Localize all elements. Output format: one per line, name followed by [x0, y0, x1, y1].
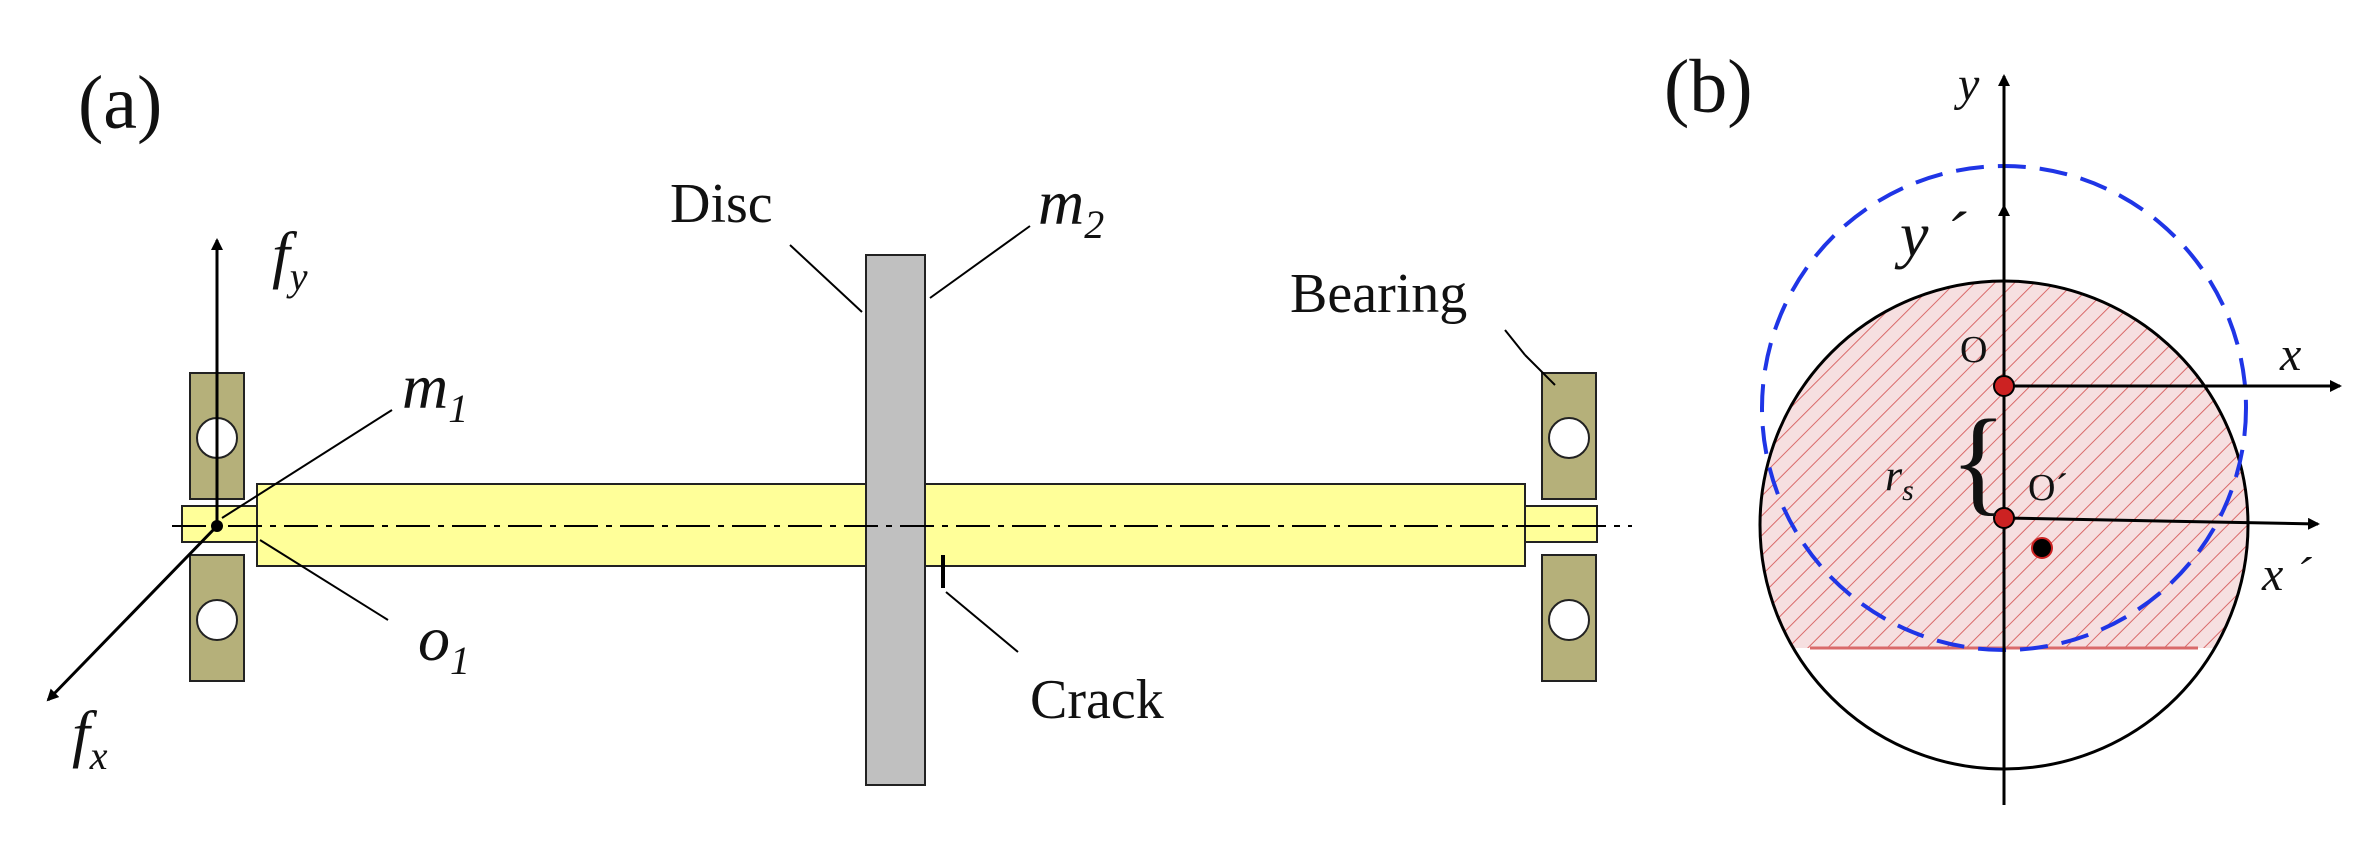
fx-sub: x [89, 733, 108, 778]
fx-arrow [46, 524, 219, 702]
rs-brace: { [1950, 395, 2007, 526]
origin-prime-dot [1993, 507, 2015, 529]
m1-label: m1 [402, 351, 468, 431]
right-bearing-upper-ball [1548, 417, 1590, 459]
crack-label: Crack [1030, 669, 1164, 731]
mass-center-dot [2031, 537, 2053, 559]
m2-sub: 2 [1084, 202, 1104, 247]
x-prime-axis [2003, 516, 2320, 530]
y-axis-label: y [1953, 58, 1980, 111]
rs-label: rs [1885, 451, 1914, 507]
panel-b-label: (b) [1664, 45, 1753, 129]
panel-b: (b) y y ´ x x ´ O O´ { rs [1664, 45, 2342, 805]
bearing-label: Bearing [1290, 263, 1467, 325]
left-bearing-lower-ball [196, 599, 238, 641]
rs-sub: s [1902, 474, 1914, 507]
o1-sub: 1 [450, 638, 470, 683]
x-axis-label: x [2279, 328, 2301, 381]
rs-main: r [1885, 451, 1903, 500]
bearing-leader [1524, 354, 1556, 386]
crack-leader [945, 591, 1019, 653]
origin-prime-label: O´ [2028, 467, 2068, 509]
m1-leader [221, 409, 393, 519]
panel-a: (a) [46, 61, 1632, 786]
m2-main: m [1038, 167, 1084, 238]
disc-leader [789, 244, 863, 313]
origin-dot [1993, 375, 2015, 397]
m2-leader [929, 225, 1031, 299]
o1-leader [259, 539, 389, 621]
y-prime-axis-label: y ´ [1894, 199, 1967, 270]
m1-main: m [402, 351, 448, 422]
disc-label: Disc [670, 173, 773, 235]
fx-label: fx [72, 698, 108, 778]
o1-label: o1 [418, 603, 470, 683]
origin-label: O [1960, 329, 1987, 371]
shaft-right-journal [1524, 505, 1598, 543]
right-bearing [1541, 372, 1597, 682]
x-prime-axis-label: x ´ [2261, 548, 2312, 601]
disc [865, 254, 926, 786]
panel-a-label: (a) [78, 61, 162, 145]
m2-label: m2 [1038, 167, 1104, 247]
fy-label: fy [272, 219, 308, 299]
fy-sub: y [286, 254, 308, 299]
bearing-leader-2 [1504, 329, 1526, 356]
m1-sub: 1 [448, 386, 468, 431]
left-node-dot [211, 520, 223, 532]
right-bearing-lower-ball [1548, 599, 1590, 641]
o1-main: o [418, 603, 450, 674]
